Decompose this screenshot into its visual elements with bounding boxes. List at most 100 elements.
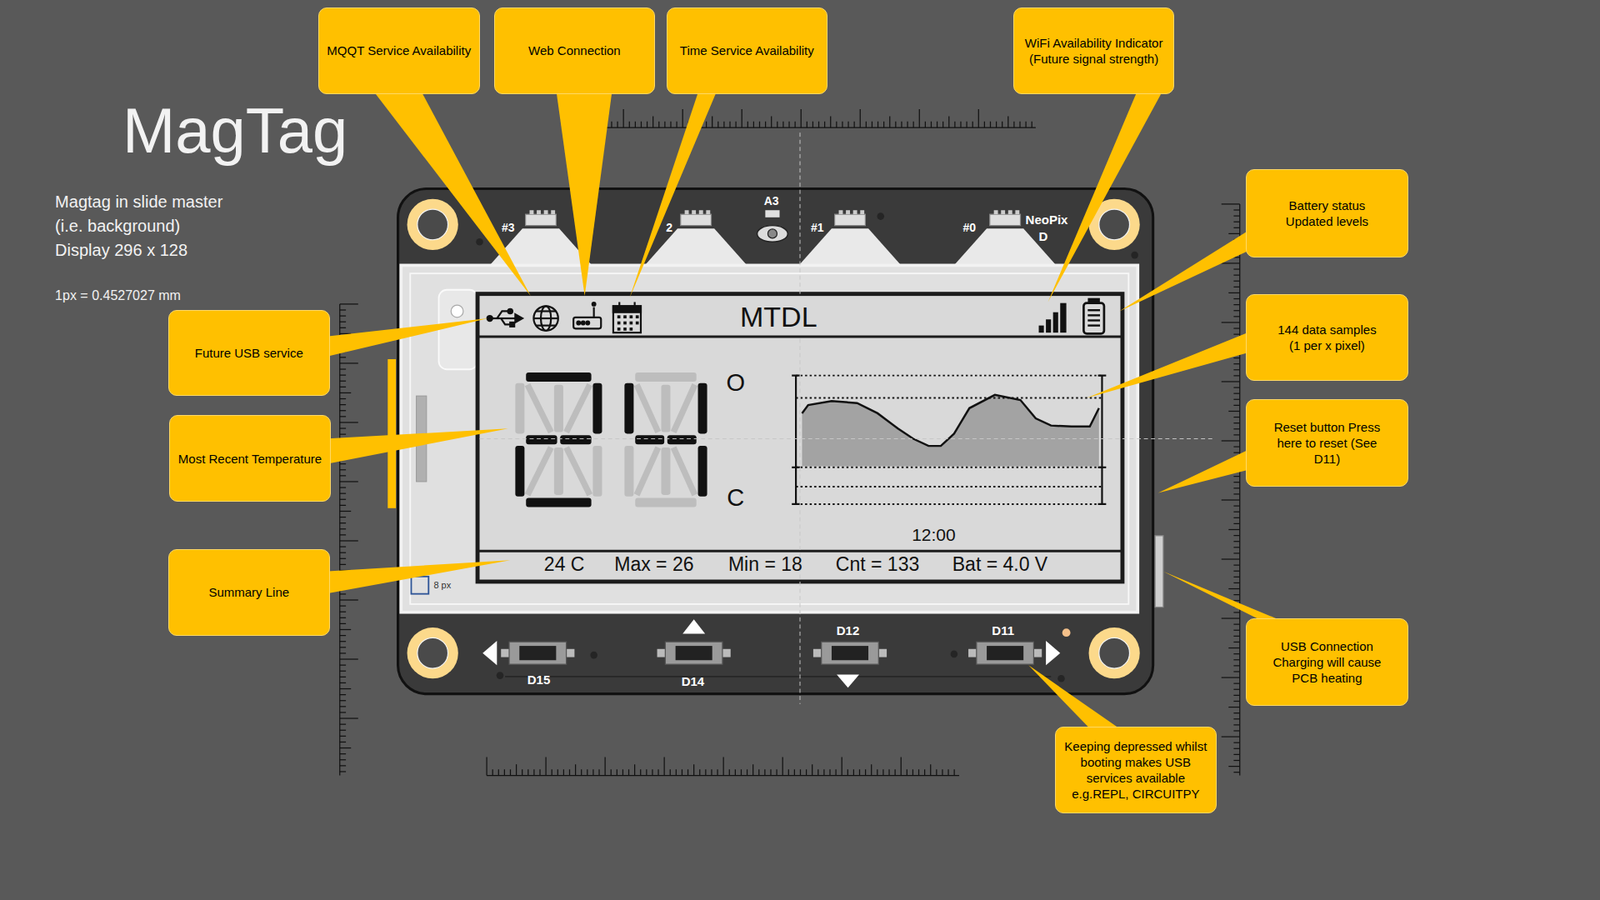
silkscreen-label: NeoPix bbox=[1025, 213, 1069, 228]
status-icons bbox=[634, 301, 636, 308]
ruler-tick bbox=[651, 769, 653, 775]
ruler-tick bbox=[765, 121, 766, 128]
ruler-tick bbox=[1233, 475, 1240, 477]
ruler-tick bbox=[895, 769, 896, 775]
status-icons bbox=[623, 315, 627, 319]
summary-value: Cnt = 133 bbox=[835, 553, 920, 575]
ruler-tick bbox=[598, 769, 600, 775]
ruler-tick bbox=[687, 769, 689, 775]
push-button bbox=[509, 641, 567, 665]
temperature-graph bbox=[795, 375, 1102, 505]
summary-value: 24 C bbox=[544, 553, 585, 575]
status-icons bbox=[500, 318, 510, 325]
status-icons bbox=[510, 322, 515, 327]
mounting-hole bbox=[417, 209, 449, 240]
ruler-tick bbox=[990, 121, 991, 128]
board bbox=[590, 651, 598, 660]
ruler-tick bbox=[1228, 529, 1240, 530]
callout-text: Time Service Availability bbox=[680, 42, 815, 59]
ruler-tick bbox=[841, 121, 843, 128]
lit-segment bbox=[698, 383, 708, 435]
ruler-tick bbox=[340, 688, 351, 690]
temperature-graph bbox=[791, 503, 800, 505]
page-title: MagTag bbox=[122, 95, 348, 166]
push-button bbox=[482, 640, 497, 665]
ruler-tick bbox=[930, 121, 932, 128]
ruler-tick bbox=[1233, 594, 1240, 595]
ruler-tick bbox=[876, 769, 878, 775]
temperature-graph bbox=[1098, 503, 1107, 505]
ruler-tick bbox=[1233, 286, 1240, 288]
status-icons bbox=[617, 315, 621, 319]
ruler-tick bbox=[1233, 416, 1240, 418]
ruler-tick bbox=[1221, 617, 1240, 619]
unlit-segment bbox=[554, 385, 564, 433]
lit-segment bbox=[525, 435, 557, 445]
silkscreen-label: D bbox=[1039, 229, 1049, 244]
ruler-tick bbox=[1233, 487, 1240, 489]
push-button bbox=[821, 641, 880, 665]
unlit-segment bbox=[635, 498, 696, 508]
ruler-tick bbox=[1233, 641, 1240, 643]
callout-box: Most Recent Temperature bbox=[169, 415, 330, 502]
status-icons bbox=[623, 321, 627, 325]
ruler-tick bbox=[723, 757, 725, 776]
temperature-graph bbox=[795, 485, 1102, 488]
ruler-tick bbox=[340, 410, 346, 411]
ruler-tick bbox=[340, 534, 346, 535]
ruler-tick bbox=[865, 769, 866, 775]
ruler-tick bbox=[682, 109, 684, 128]
summary-value: Max = 26 bbox=[614, 553, 694, 575]
ruler-tick bbox=[841, 757, 843, 776]
status-icons bbox=[533, 305, 558, 330]
ruler-tick bbox=[557, 769, 559, 775]
temperature-graph bbox=[791, 375, 1106, 505]
ruler-tick bbox=[1233, 405, 1240, 406]
ruler-tick bbox=[965, 121, 967, 128]
ruler-tick bbox=[592, 769, 594, 775]
status-icons bbox=[630, 321, 634, 325]
callout-pointer bbox=[372, 90, 531, 296]
lit-segment bbox=[560, 435, 591, 445]
ruler-tick bbox=[1228, 647, 1240, 649]
callout-content: Time Service Availability bbox=[680, 42, 815, 59]
neopixel-led bbox=[699, 210, 704, 215]
display-module bbox=[477, 550, 1123, 553]
lit-segment bbox=[624, 383, 634, 435]
ruler-tick bbox=[1228, 233, 1240, 235]
status-icons bbox=[581, 321, 585, 325]
ruler-tick bbox=[871, 121, 873, 128]
status-icons bbox=[1039, 303, 1067, 334]
push-button bbox=[657, 649, 666, 658]
ruler-tick bbox=[340, 469, 346, 470]
ruler-tick bbox=[705, 769, 706, 775]
ruler-tick bbox=[551, 769, 553, 775]
ruler-tick bbox=[340, 711, 346, 713]
ruler-tick bbox=[510, 769, 511, 775]
unlit-segment bbox=[624, 445, 634, 497]
temperature-graph bbox=[801, 395, 1099, 446]
ruler-tick bbox=[340, 510, 351, 512]
ruler-tick bbox=[853, 769, 855, 775]
ruler-tick bbox=[580, 769, 582, 775]
ruler-tick bbox=[948, 116, 950, 128]
ruler-tick bbox=[723, 121, 725, 128]
callout-box: Battery status Updated levels bbox=[1245, 169, 1409, 257]
ruler-tick bbox=[646, 121, 648, 128]
display-module bbox=[439, 290, 479, 370]
ruler-tick bbox=[1233, 552, 1240, 554]
light-sensor bbox=[765, 210, 780, 218]
ruler-tick bbox=[1233, 635, 1240, 637]
ruler-tick bbox=[1233, 434, 1240, 435]
callout-content: Reset button Press here to reset (See D1… bbox=[1268, 419, 1385, 467]
display-module bbox=[450, 305, 464, 318]
status-icons bbox=[617, 327, 621, 331]
ruler-tick bbox=[340, 629, 351, 630]
ruler-tick bbox=[340, 434, 346, 435]
ruler-tick bbox=[340, 362, 359, 364]
ruler-tick bbox=[340, 635, 346, 636]
display-module bbox=[387, 359, 396, 509]
ruler-tick bbox=[340, 646, 346, 648]
ruler-tick bbox=[340, 552, 346, 554]
ruler-tick bbox=[1233, 760, 1240, 761]
